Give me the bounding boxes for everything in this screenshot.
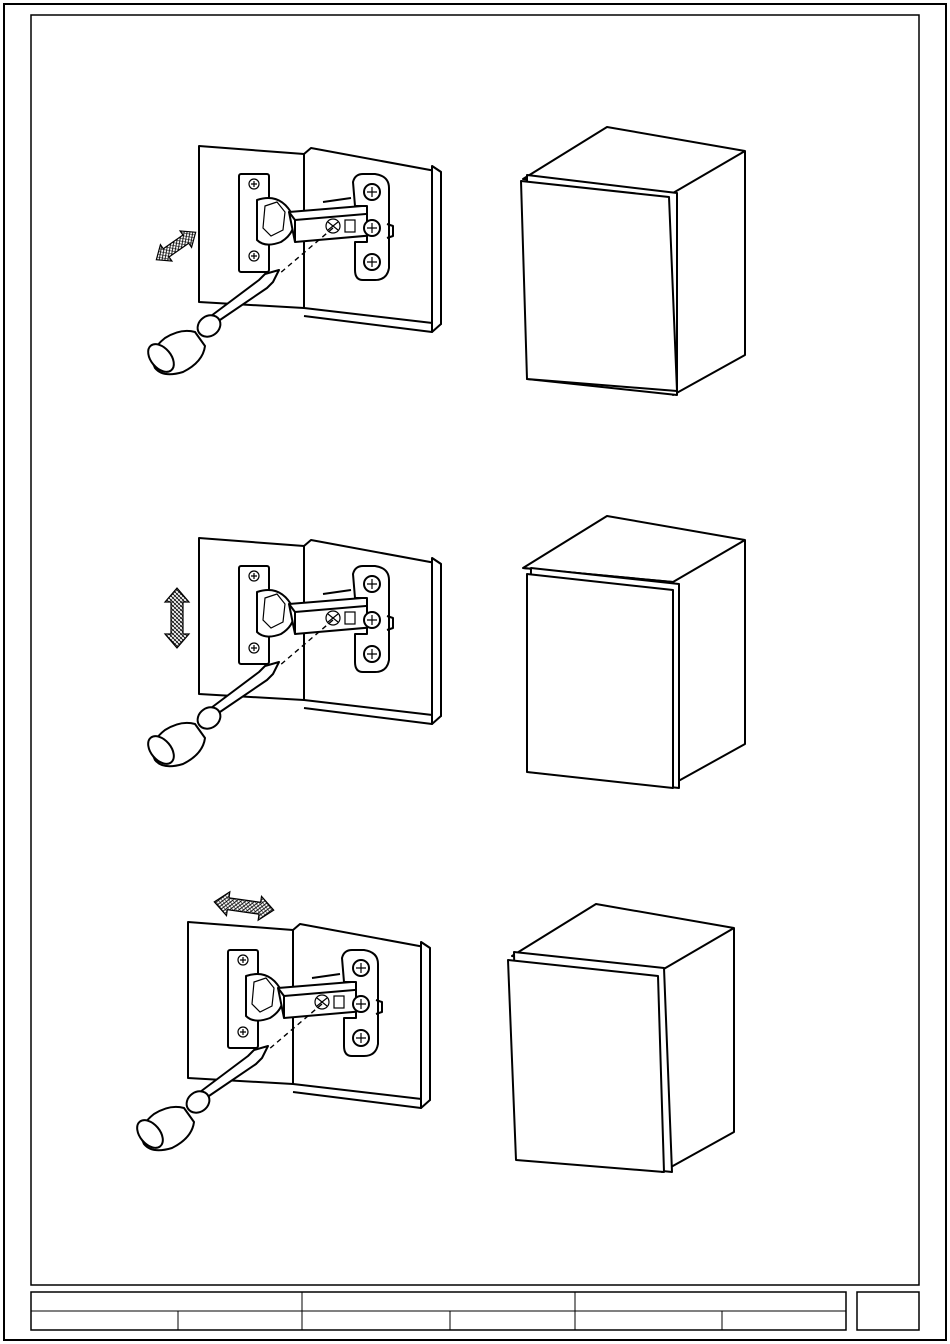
step-3-adjust-arrow: [213, 890, 276, 922]
cabinet-hinge-icon: [143, 146, 441, 377]
step-1-door: [521, 181, 677, 391]
step-3-door: [508, 960, 664, 1172]
step-2-adjust-arrow: [165, 588, 189, 648]
cabinet-hinge-icon: [132, 922, 430, 1153]
double-arrow-icon: [151, 224, 202, 268]
cabinet-hinge-icon: [143, 538, 441, 769]
step-1-adjust-arrow: [151, 224, 202, 268]
step-2-hinge-illustration: [143, 538, 441, 769]
step-1-hinge-illustration: [143, 146, 441, 377]
title-block: [31, 1292, 919, 1330]
step-2-cabinet: [523, 516, 745, 788]
step-3-hinge-illustration: [132, 922, 430, 1153]
double-arrow-icon: [213, 890, 276, 922]
page-number-box: [857, 1292, 919, 1330]
step-1-cabinet: [521, 127, 745, 395]
step-3-cabinet: [508, 904, 734, 1172]
inner-border: [31, 15, 919, 1285]
double-arrow-icon: [165, 588, 189, 648]
step-2-door: [527, 574, 673, 788]
